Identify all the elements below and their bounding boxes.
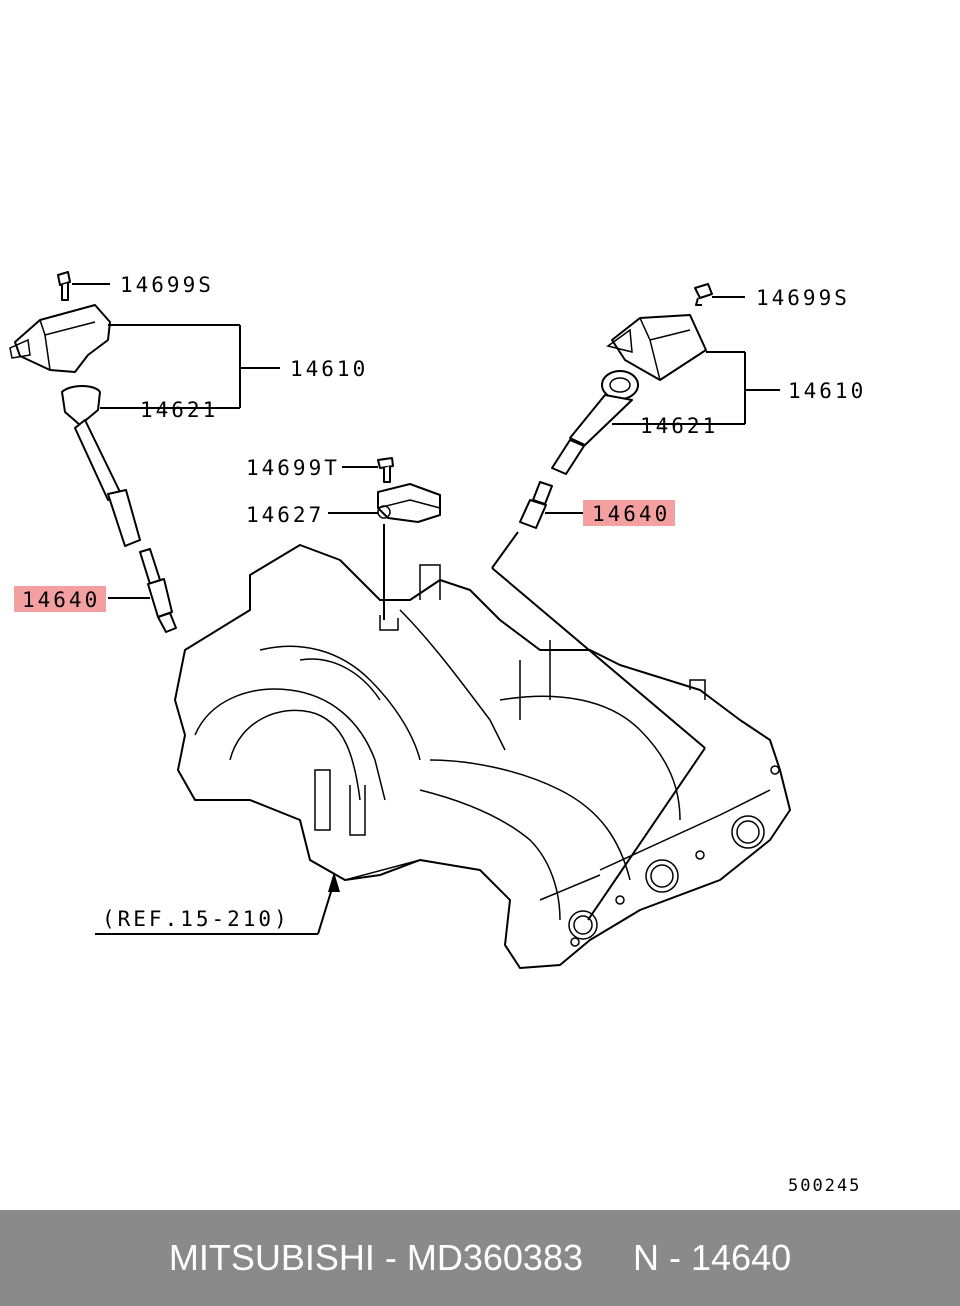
highlight-box-right xyxy=(583,500,675,526)
diagram-code: 500245 xyxy=(788,1176,861,1196)
label-coil-left[interactable]: 14610 xyxy=(290,357,368,381)
label-plug-right[interactable]: 14640 xyxy=(592,502,670,526)
label-plug-left[interactable]: 14640 xyxy=(22,588,100,612)
label-bolt-center[interactable]: 14699T xyxy=(246,456,340,480)
map-sensor-center xyxy=(377,457,441,523)
label-reference[interactable]: (REF.15-210) xyxy=(102,907,290,931)
ignition-coil-left xyxy=(9,271,177,633)
parts-diagram: 14699S 14610 14621 14640 14699T 14627 14… xyxy=(9,271,866,1196)
label-bolt-left[interactable]: 14699S xyxy=(120,273,214,297)
label-bolt-right[interactable]: 14699S xyxy=(756,286,850,310)
callout-lines xyxy=(72,283,780,935)
label-boot-left[interactable]: 14621 xyxy=(140,398,218,422)
ignition-coil-right xyxy=(519,283,713,529)
label-sensor-center[interactable]: 14627 xyxy=(246,503,324,527)
footer-part-number: MITSUBISHI - MD360383 N - 14640 xyxy=(168,1237,792,1278)
intake-manifold xyxy=(174,544,791,969)
label-boot-right[interactable]: 14621 xyxy=(640,414,718,438)
footer-bar: MITSUBISHI - MD360383 N - 14640 xyxy=(0,1210,960,1306)
highlight-box-left xyxy=(14,586,106,612)
label-coil-right[interactable]: 14610 xyxy=(788,379,866,403)
